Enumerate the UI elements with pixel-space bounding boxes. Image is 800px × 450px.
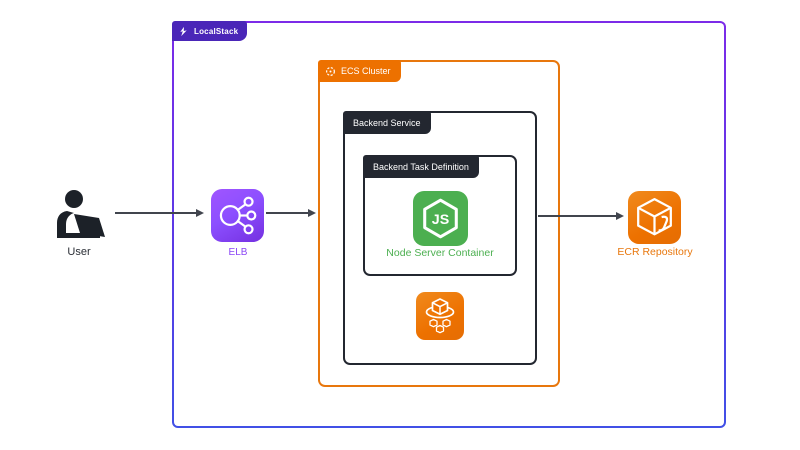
ecs-cluster-box <box>318 60 560 387</box>
backend-task-definition-badge-label: Backend Task Definition <box>373 161 469 172</box>
localstack-badge: LocalStack <box>172 21 248 41</box>
backend-service-badge: Backend Service <box>343 111 431 134</box>
arrow-backend-service-to-ecr <box>538 211 624 220</box>
backend-service-box <box>343 111 537 365</box>
nodejs-icon: JS <box>413 191 468 246</box>
elb-label: ELB <box>228 247 248 258</box>
localstack-badge-label: LocalStack <box>194 26 239 36</box>
arrow-user-to-elb <box>115 208 204 217</box>
localstack-logo-icon <box>178 26 189 37</box>
arrow-elb-to-ecs-cluster <box>266 208 316 217</box>
backend-service-badge-label: Backend Service <box>353 117 421 128</box>
cluster-ring-icon <box>325 66 336 77</box>
load-balancer-icon <box>211 189 264 242</box>
ecs-cluster-badge: ECS Cluster <box>318 60 401 82</box>
user-laptop-icon <box>52 187 106 243</box>
nodejs-hex-text: JS <box>432 212 449 228</box>
user-label: User <box>67 246 91 258</box>
backend-task-definition-badge: Backend Task Definition <box>363 155 479 178</box>
ecs-cluster-badge-label: ECS Cluster <box>341 66 391 76</box>
ecr-registry-icon <box>628 191 681 244</box>
node-server-container-label: Node Server Container <box>386 247 494 259</box>
ecs-service-icon <box>416 292 464 340</box>
ecr-repository-label: ECR Repository <box>617 246 693 258</box>
